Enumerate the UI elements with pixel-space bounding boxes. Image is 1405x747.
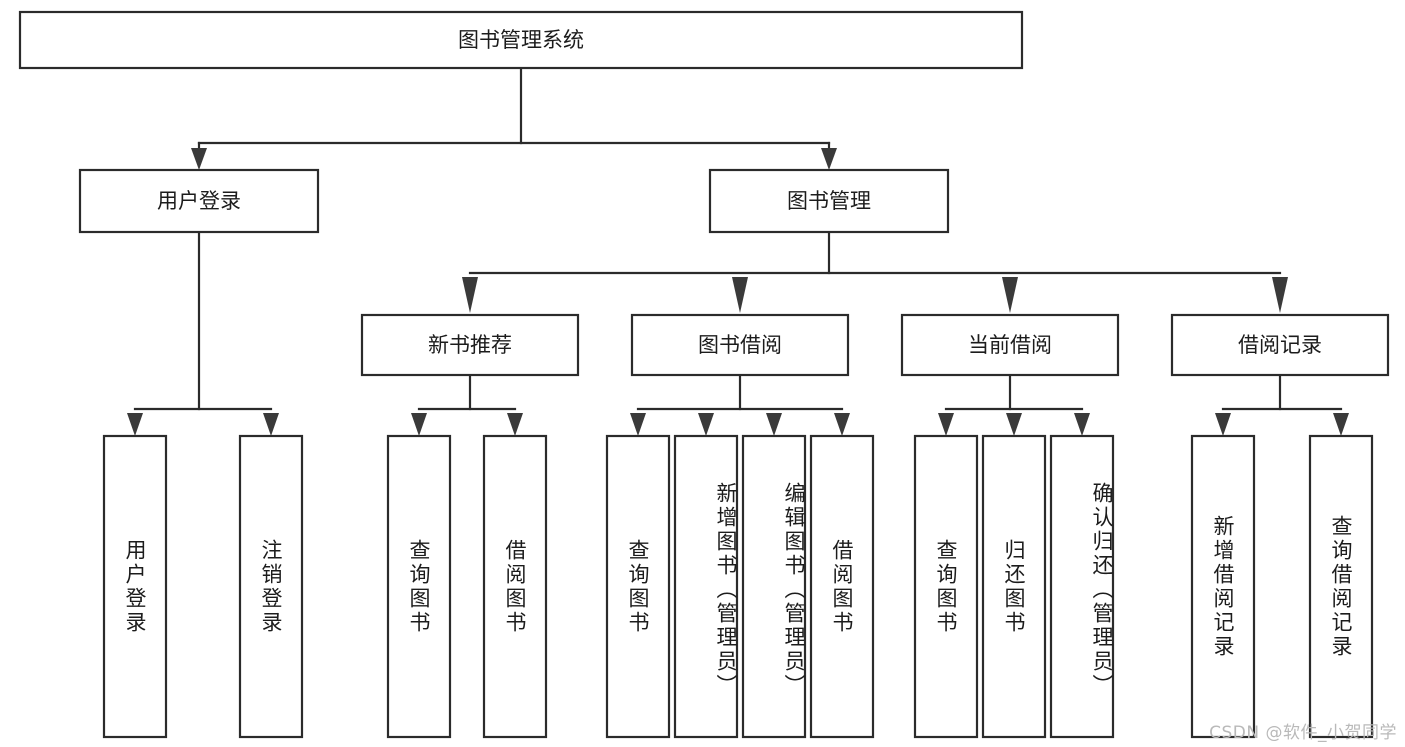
leaf-box-query-book-2[interactable] xyxy=(605,434,671,739)
arrowhead-leaf-edit-book xyxy=(766,413,782,436)
node-user-login-label: 用户登录 xyxy=(157,189,241,213)
arrowhead-leaf-add-book xyxy=(698,413,714,436)
arrowhead-leaf-user-login xyxy=(127,413,143,436)
node-book-management-label: 图书管理 xyxy=(787,189,871,213)
arrowhead-bookmgmt xyxy=(821,148,837,170)
arrowhead-leaf-logout xyxy=(263,413,279,436)
node-borrow-record-box[interactable] xyxy=(1170,313,1390,377)
arrowhead-leaf-borrow-book-1 xyxy=(507,413,523,436)
leaf-box-add-record[interactable] xyxy=(1190,434,1256,739)
node-root-box[interactable] xyxy=(18,10,1024,70)
node-root[interactable]: 图书管理系统 xyxy=(18,10,1024,70)
node-book-management[interactable]: 图书管理 xyxy=(708,168,950,234)
leaf-box-return-book[interactable] xyxy=(981,434,1047,739)
connectors-layer xyxy=(127,66,1349,436)
node-new-book-recommend-box[interactable] xyxy=(360,313,580,377)
arrowhead-leaf-query-book-2 xyxy=(630,413,646,436)
node-current-borrow-box[interactable] xyxy=(900,313,1120,377)
leaf-box-borrow-book-1[interactable] xyxy=(482,434,548,739)
node-borrow-record-label: 借阅记录 xyxy=(1238,333,1322,357)
node-current-borrow-label: 当前借阅 xyxy=(968,333,1052,357)
arrowhead-leaf-query-book-1 xyxy=(411,413,427,436)
arrowhead-leaf-borrow-book-2 xyxy=(834,413,850,436)
leaf-box-query-book-3[interactable] xyxy=(913,434,979,739)
leaf-box-user-login[interactable] xyxy=(102,434,168,739)
arrowhead-leaf-query-book-3 xyxy=(938,413,954,436)
leaf-box-query-book-1[interactable] xyxy=(386,434,452,739)
node-new-book-recommend-label: 新书推荐 xyxy=(428,333,512,357)
arrowhead-leaf-return-book xyxy=(1006,413,1022,436)
arrowhead-leaf-query-record xyxy=(1333,413,1349,436)
node-book-management-box[interactable] xyxy=(708,168,950,234)
arrowhead-borrowbook xyxy=(732,277,748,313)
node-book-borrow-box[interactable] xyxy=(630,313,850,377)
arrowhead-leaf-add-record xyxy=(1215,413,1231,436)
arrowhead-leaf-confirm-return xyxy=(1074,413,1090,436)
csdn-watermark: CSDN @软件_小贺同学 xyxy=(1209,723,1397,743)
leaf-box-query-record[interactable] xyxy=(1308,434,1374,739)
leaf-box-confirm-return[interactable] xyxy=(1049,434,1115,739)
node-book-borrow-label: 图书借阅 xyxy=(698,333,782,357)
leaf-box-logout[interactable] xyxy=(238,434,304,739)
arrowhead-newbook xyxy=(462,277,478,313)
node-root-label: 图书管理系统 xyxy=(458,28,584,52)
arrowhead-borrowrecord xyxy=(1272,277,1288,313)
leaf-box-add-book[interactable] xyxy=(673,434,739,739)
node-borrow-record[interactable]: 借阅记录 xyxy=(1170,313,1390,377)
leaf-box-edit-book[interactable] xyxy=(741,434,807,739)
node-current-borrow[interactable]: 当前借阅 xyxy=(900,313,1120,377)
node-new-book-recommend[interactable]: 新书推荐 xyxy=(360,313,580,377)
arrowhead-currentborrow xyxy=(1002,277,1018,313)
arrowhead-login xyxy=(191,148,207,170)
node-book-borrow[interactable]: 图书借阅 xyxy=(630,313,850,377)
node-user-login[interactable]: 用户登录 xyxy=(78,168,320,234)
leaf-box-borrow-book-2[interactable] xyxy=(809,434,875,739)
leaf-boxes-layer xyxy=(102,434,1374,739)
node-user-login-box[interactable] xyxy=(78,168,320,234)
